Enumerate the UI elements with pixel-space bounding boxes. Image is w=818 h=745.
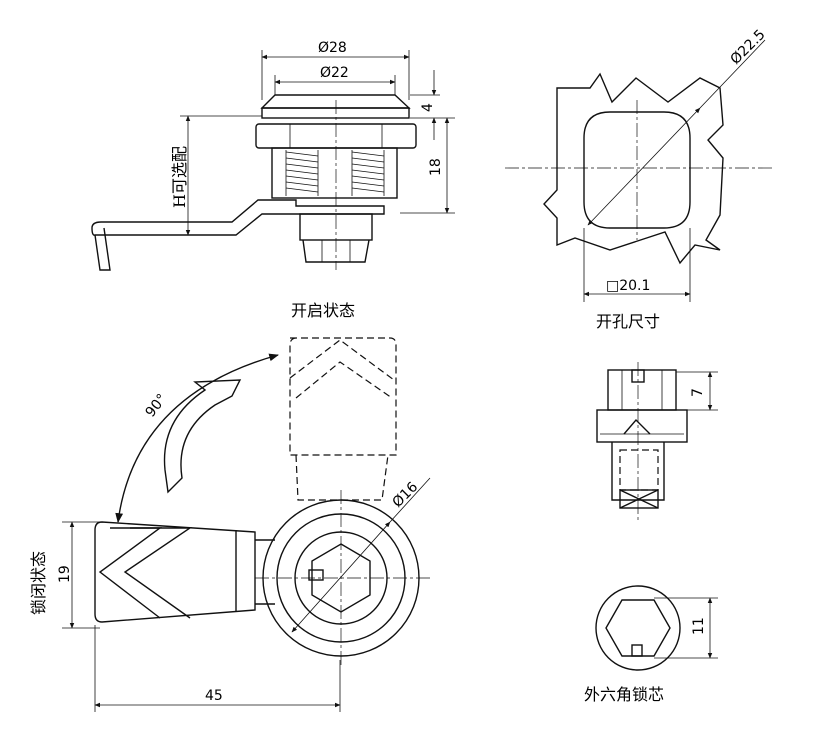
side-view-dimensions xyxy=(180,50,455,236)
dim-dia-16: Ø16 xyxy=(390,479,422,511)
dim-dia-inner: Ø22 xyxy=(320,65,349,81)
dim-head-height: 4 xyxy=(420,103,436,112)
caption-hex-core: 外六角锁芯 xyxy=(584,685,664,704)
dim-closed-width: 19 xyxy=(57,565,73,583)
caption-open-state: 开启状态 xyxy=(291,301,355,320)
dim-body-height: 18 xyxy=(428,158,444,176)
dim-cutout-square: □20.1 xyxy=(606,278,650,294)
hex-core-view xyxy=(595,585,718,671)
rotation-arrow xyxy=(115,353,279,523)
label-h-optional: H可选配 xyxy=(170,146,189,208)
side-view xyxy=(91,94,417,271)
closed-state-lever xyxy=(94,477,431,665)
closed-state-dimensions xyxy=(62,521,341,712)
core-dimension xyxy=(676,371,718,411)
thread-lines xyxy=(285,150,385,196)
dim-key-height: 7 xyxy=(690,388,706,397)
open-state-lever xyxy=(289,337,397,501)
caption-closed-state: 锁闭状态 xyxy=(29,551,48,615)
cutout-view xyxy=(505,39,775,302)
core-side-view xyxy=(596,362,688,520)
dim-length: 45 xyxy=(205,688,223,704)
dim-dia-outer: Ø28 xyxy=(318,40,347,56)
dim-cutout-diag: Ø22.5 xyxy=(728,27,769,68)
dim-hex-size: 11 xyxy=(691,617,707,635)
caption-cutout: 开孔尺寸 xyxy=(596,312,660,331)
